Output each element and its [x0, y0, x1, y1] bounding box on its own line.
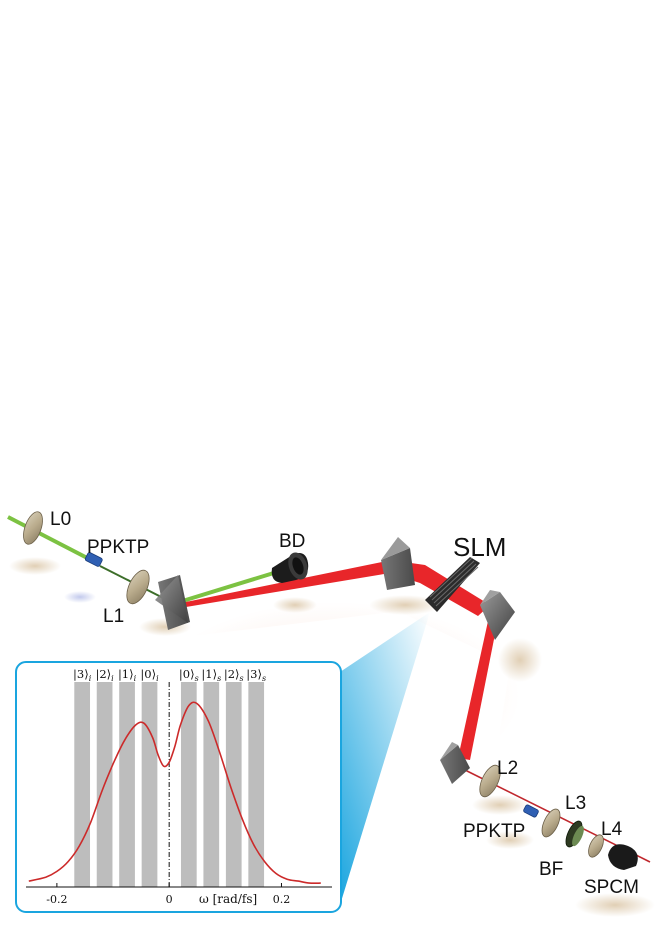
- band-label-1: |2⟩i: [95, 667, 114, 683]
- x-tick-label-0: -0.2: [46, 893, 67, 906]
- band-label-3: |0⟩i: [140, 667, 159, 683]
- band-label-4: |0⟩s: [179, 667, 199, 683]
- band-label-5: |1⟩s: [201, 667, 221, 683]
- mode-band-3: [141, 682, 158, 887]
- label-bf: BF: [539, 859, 563, 880]
- label-bd: BD: [279, 531, 305, 552]
- label-l0: L0: [50, 509, 71, 530]
- band-label-7: |3⟩s: [246, 667, 266, 683]
- spectrum-curve: [28, 701, 321, 885]
- inset-ticks: -0.2 0 0.2: [46, 883, 290, 906]
- inset-projection-cone: [340, 612, 430, 905]
- label-l3: L3: [565, 793, 586, 814]
- label-ppktp-2: PPKTP: [463, 821, 525, 842]
- label-l4: L4: [601, 819, 623, 840]
- lens-l4: [588, 834, 604, 858]
- prism-1: [155, 575, 190, 630]
- lens-l3: [541, 808, 561, 838]
- x-axis-label: ω [rad/fs]: [199, 892, 257, 906]
- crystal-2: [523, 804, 539, 818]
- label-spcm: SPCM: [584, 877, 639, 898]
- mode-band-4: [180, 682, 197, 887]
- lens-l2: [479, 764, 501, 798]
- mode-band-2: [119, 682, 135, 887]
- inset-band-labels: |3⟩i|2⟩i|1⟩i|0⟩i |0⟩s|1⟩s|2⟩s|3⟩s: [73, 667, 266, 683]
- mode-band-0: [74, 682, 91, 887]
- spcm-detector: [608, 844, 638, 870]
- prism-3: [480, 590, 515, 640]
- mode-band-7: [248, 682, 265, 887]
- mode-band-5: [203, 682, 220, 887]
- lens-l0: [23, 511, 43, 545]
- x-tick-label-1: 0: [166, 893, 173, 906]
- x-tick-label-2: 0.2: [273, 893, 291, 906]
- bandpass-filter: [565, 820, 584, 848]
- label-l2: L2: [497, 758, 518, 779]
- beam-dump: [271, 552, 309, 583]
- floor-shadows: [9, 557, 655, 917]
- inset-bands: [74, 682, 265, 887]
- label-ppktp-1: PPKTP: [87, 537, 149, 558]
- label-slm: SLM: [453, 532, 506, 562]
- band-label-2: |1⟩i: [118, 667, 137, 683]
- band-label-6: |2⟩s: [224, 667, 244, 683]
- prism-2: [381, 537, 415, 590]
- prism-4: [440, 742, 470, 784]
- band-label-0: |3⟩i: [73, 667, 92, 683]
- lens-l1: [126, 569, 150, 605]
- crystal-1: [84, 552, 103, 567]
- slm: [425, 557, 480, 612]
- label-l1: L1: [103, 606, 124, 627]
- inset-frame: [15, 661, 342, 913]
- inset-spectrum: |3⟩i|2⟩i|1⟩i|0⟩i |0⟩s|1⟩s|2⟩s|3⟩s -0.2 0 0.…: [15, 661, 342, 913]
- mode-band-6: [225, 682, 242, 887]
